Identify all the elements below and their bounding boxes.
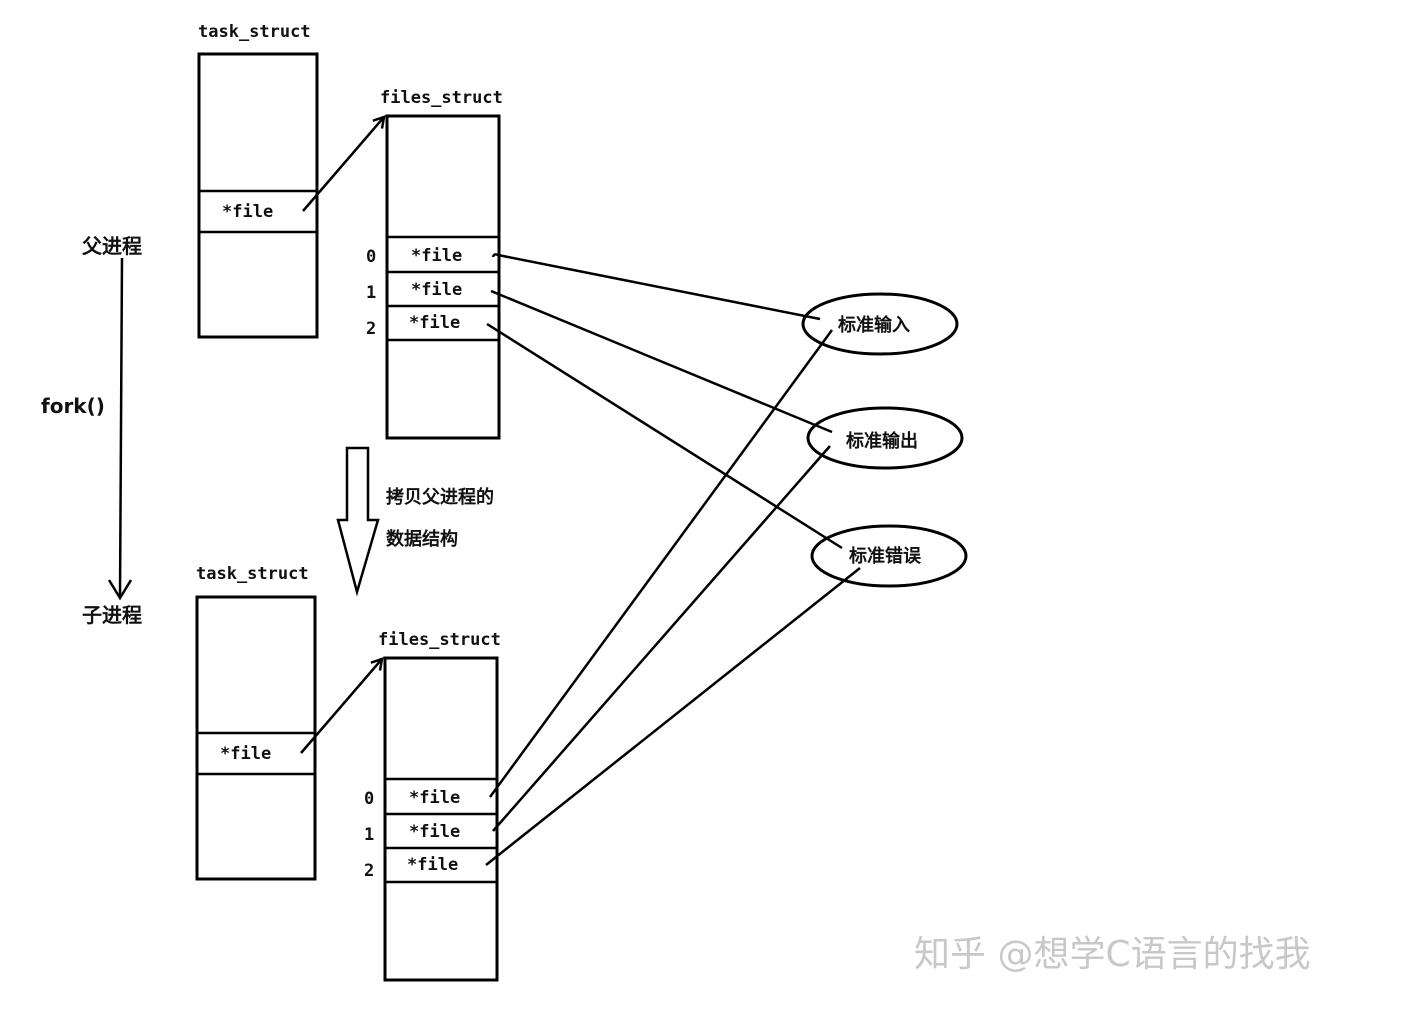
child-fd1-to-stdout-line (492, 445, 831, 832)
parent-fd-entry-1: *file (411, 280, 462, 300)
parent-process-label: 父进程 (81, 234, 142, 258)
watermark: 知乎 @想学C语言的找我 (914, 934, 1311, 975)
stdin-ellipse (801, 292, 959, 356)
parent-task-file-field: *file (222, 202, 273, 222)
parent-task-struct-title: task_struct (198, 22, 311, 42)
child-fd-index-1: 1 (364, 825, 374, 845)
parent-fd0-to-stdin-line (491, 253, 821, 321)
fork-arrow-head (107, 579, 133, 601)
parent-fd-index-1: 1 (366, 283, 376, 303)
copy-arrow (336, 446, 380, 597)
copy-note-line1: 拷贝父进程的 (386, 486, 494, 508)
stderr-label: 标准错误 (848, 545, 922, 567)
child-fd-index-2: 2 (364, 861, 374, 881)
stdout-ellipse (806, 406, 964, 470)
child-fd2-to-stderr-line (485, 567, 861, 866)
child-fd-index-0: 0 (364, 789, 374, 809)
stdin-label: 标准输入 (837, 314, 910, 336)
parent-fd-index-0: 0 (366, 247, 376, 267)
copy-note-line2: 数据结构 (386, 528, 458, 550)
child-fd-entry-0: *file (409, 788, 460, 808)
parent-files-struct-box (385, 114, 501, 440)
stderr-ellipse (810, 524, 968, 588)
child-task-to-files-arrow (300, 659, 382, 754)
parent-task-to-files-arrow (302, 117, 384, 212)
child-files-struct-title: files_struct (378, 630, 501, 650)
child-process-label: 子进程 (82, 603, 142, 627)
parent-fd2-to-stderr-line (486, 322, 843, 550)
child-fd0-to-stdin-line (488, 329, 834, 798)
child-files-struct-box (383, 656, 499, 982)
parent-fd-entry-2: *file (409, 313, 460, 333)
fork-label: fork() (41, 394, 105, 418)
parent-files-struct-title: files_struct (380, 88, 503, 108)
child-task-struct-title: task_struct (196, 564, 309, 584)
parent-fd-index-2: 2 (366, 319, 376, 339)
child-fd-entry-2: *file (407, 855, 458, 875)
parent-fd-entry-0: *file (411, 246, 462, 266)
parent-task-struct-box (197, 52, 319, 339)
child-task-file-field: *file (220, 744, 271, 764)
fork-arrow-shaft (118, 257, 124, 598)
stdout-label: 标准输出 (845, 430, 918, 452)
child-task-struct-box (195, 595, 317, 881)
child-fd-entry-1: *file (409, 822, 460, 842)
